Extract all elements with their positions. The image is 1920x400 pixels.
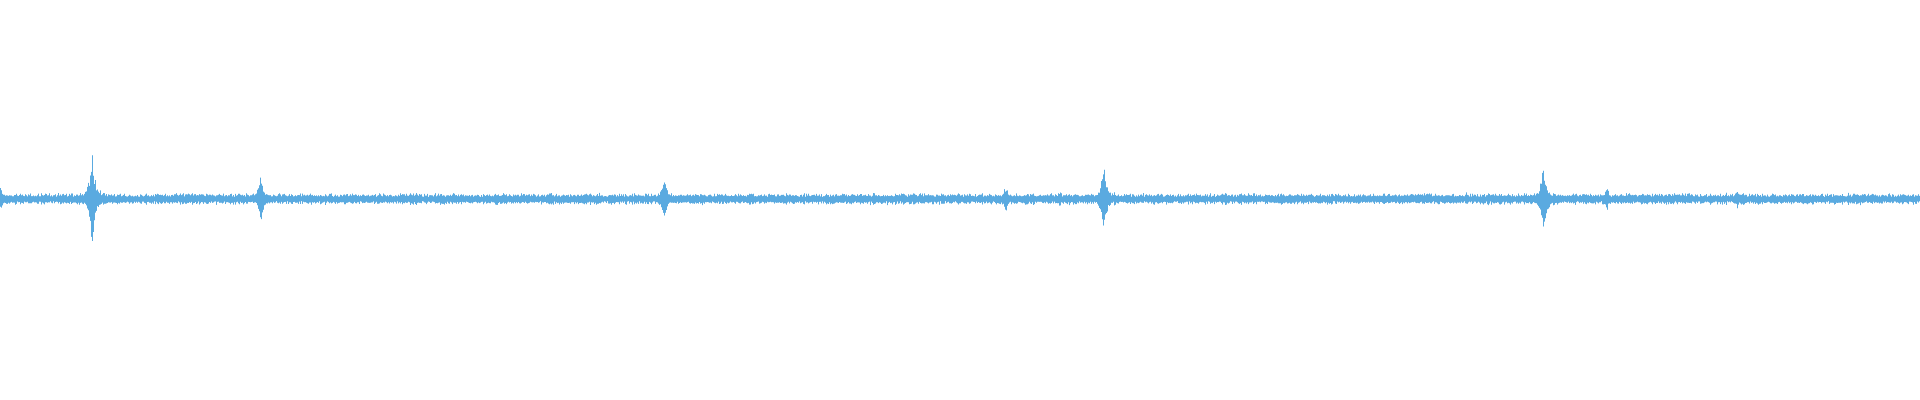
waveform-trace: [0, 155, 1920, 241]
